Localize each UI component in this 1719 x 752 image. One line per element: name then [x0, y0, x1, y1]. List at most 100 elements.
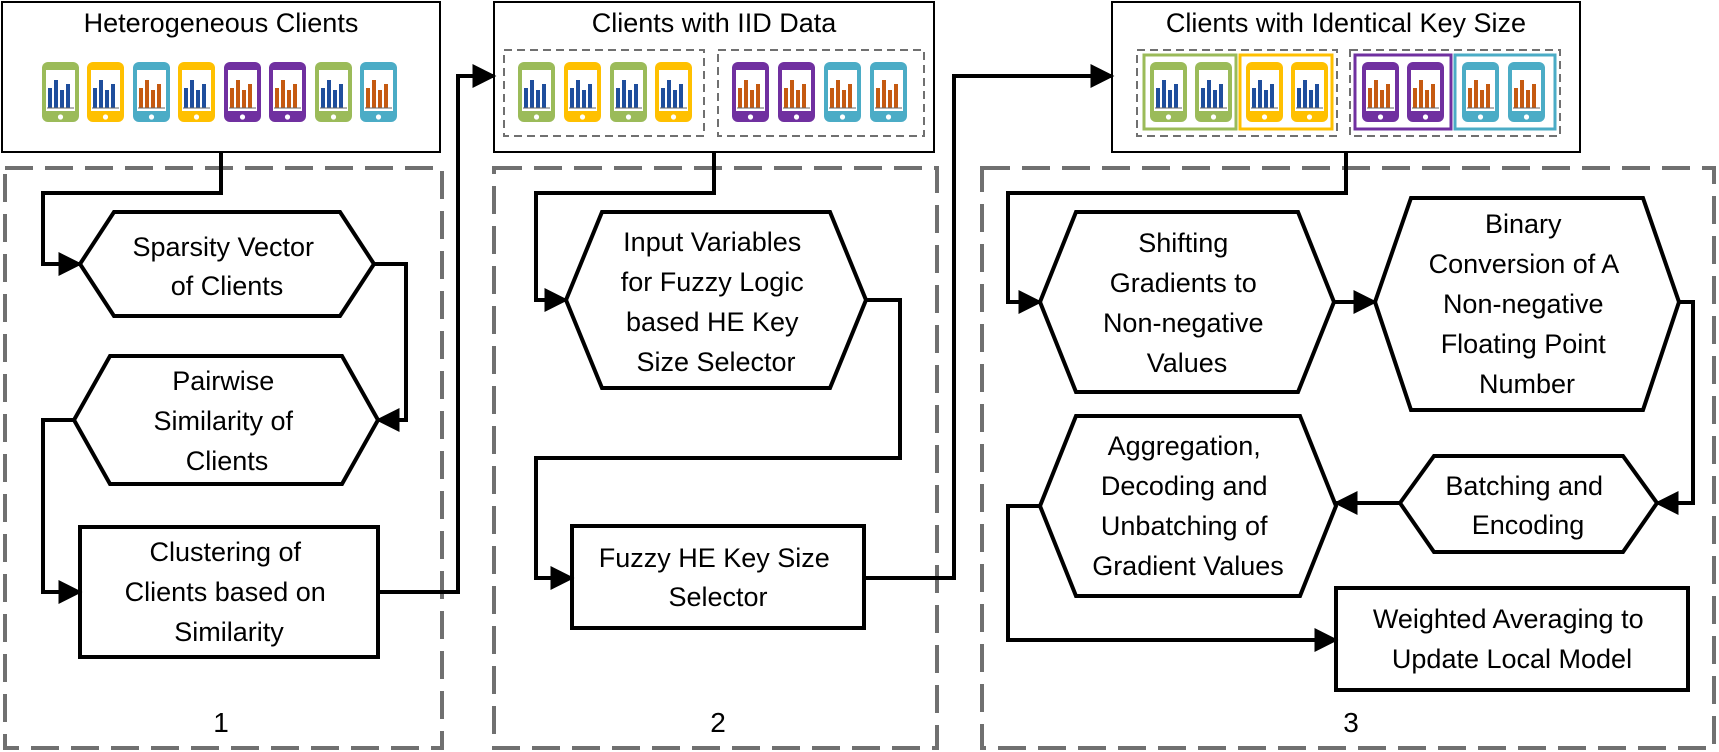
svg-text:Sparsity Vector of Clien: Sparsity Vector of Clients — [132, 232, 321, 301]
svg-text:Binary Conversion of A: Binary Conversion of A Non-negative Floa… — [1429, 209, 1626, 399]
binary-line-5: Number — [1479, 369, 1575, 399]
header-2-title: Clients with IID Data — [592, 8, 838, 38]
clustering-line-3: Similarity — [174, 617, 284, 647]
section-number-3: 3 — [1343, 707, 1359, 738]
clustering-line-1: Clustering of — [149, 537, 301, 567]
arrow-aggregation-to-weighted — [1006, 504, 1339, 652]
binary-line-3: Non-negative — [1443, 289, 1604, 319]
phone-icon — [870, 62, 907, 122]
aggregation-line-2: Decoding and — [1101, 471, 1268, 501]
iid-group-2-border — [717, 49, 925, 137]
section-1-border — [3, 166, 444, 750]
step-input-variables: Input Variables for Fuzzy Logic based HE… — [563, 210, 869, 390]
header-2-box: Clients with IID Data — [493, 1, 935, 153]
arrow-input-to-fuzzy — [534, 298, 902, 590]
phone-icon — [1195, 62, 1232, 122]
svg-text:Pairwise Similarity of: Pairwise Similarity of Clients — [153, 366, 300, 476]
section-number-2: 2 — [710, 707, 726, 738]
arrow-header1-to-sparsity — [41, 152, 223, 276]
shifting-line-3: Non-negative — [1103, 308, 1264, 338]
key-group-2-border — [1349, 49, 1561, 137]
pairwise-line-2: Similarity of — [153, 406, 293, 436]
batching-line-2: Encoding — [1472, 510, 1585, 540]
svg-text:Fuzzy HE Key Size Select: Fuzzy HE Key Size Selector — [599, 543, 838, 612]
step-weighted-averaging: Weighted Averaging to Update Local Model — [1334, 586, 1690, 692]
svg-text:Weighted Averaging to Up: Weighted Averaging to Update Local Model — [1373, 604, 1651, 674]
phone-icon — [1407, 62, 1444, 122]
step-pairwise-similarity: Pairwise Similarity of Clients — [71, 354, 381, 486]
step-sparsity-vector: Sparsity Vector of Clients — [77, 210, 377, 318]
pairwise-line-3: Clients — [186, 446, 269, 476]
phone-icon — [1150, 62, 1187, 122]
shifting-line-4: Values — [1147, 348, 1228, 378]
phone-icon — [610, 62, 647, 122]
phone-row-1 — [42, 62, 397, 122]
key-subgroup-green — [1142, 53, 1238, 131]
svg-text:Aggregation, Decoding an: Aggregation, Decoding and Unbatching of … — [1092, 431, 1284, 581]
connectors — [41, 64, 1695, 652]
svg-text:Shifting Gradients to: Shifting Gradients to Non-negative Value… — [1103, 228, 1271, 378]
phone-icon — [824, 62, 861, 122]
binary-line-2: Conversion of A — [1429, 249, 1620, 279]
phone-icon — [360, 62, 397, 122]
aggregation-line-4: Gradient Values — [1092, 551, 1284, 581]
shifting-line-1: Shifting — [1138, 228, 1228, 258]
phone-icon — [224, 62, 261, 122]
svg-text:Input Variables for Fuzz: Input Variables for Fuzzy Logic based HE… — [621, 227, 812, 377]
phone-icon — [1291, 62, 1328, 122]
input-line-4: Size Selector — [636, 347, 795, 377]
phone-icon — [564, 62, 601, 122]
phone-icon — [1246, 62, 1283, 122]
arrow-fuzzy-to-header3 — [864, 64, 1115, 580]
phone-icon — [269, 62, 306, 122]
phone-icon — [315, 62, 352, 122]
binary-line-4: Floating Point — [1441, 329, 1607, 359]
step-batching-encoding: Batching and Encoding — [1397, 454, 1660, 554]
step-binary-conversion: Binary Conversion of A Non-negative Floa… — [1372, 196, 1682, 412]
arrow-header3-to-shifting — [1006, 152, 1348, 314]
phone-icon — [87, 62, 124, 122]
arrow-sparsity-to-pairwise — [374, 262, 408, 432]
phone-icon — [1462, 62, 1499, 122]
phone-row-3 — [1150, 62, 1545, 122]
fuzzy-line-1: Fuzzy HE Key Size — [599, 543, 830, 573]
aggregation-line-3: Unbatching of — [1101, 511, 1268, 541]
arrow-header2-to-input — [534, 152, 716, 312]
input-line-3: based HE Key — [626, 307, 799, 337]
arrow-binary-to-batching — [1654, 300, 1695, 515]
batching-line-1: Batching and — [1445, 471, 1603, 501]
clustering-line-2: Clients based on — [125, 577, 326, 607]
weighted-line-1: Weighted Averaging to — [1373, 604, 1644, 634]
arrow-clustering-to-header2 — [378, 64, 497, 594]
step-fuzzy-selector: Fuzzy HE Key Size Selector — [570, 524, 866, 630]
phone-icon — [655, 62, 692, 122]
phone-row-2 — [518, 62, 907, 122]
phone-icon — [1508, 62, 1545, 122]
svg-text:Clustering of Clients ba: Clustering of Clients based on Similarit… — [125, 537, 334, 647]
arrow-pairwise-to-clustering — [41, 418, 83, 604]
shifting-line-2: Gradients to — [1110, 268, 1257, 298]
key-subgroup-blue — [1453, 53, 1557, 131]
phone-icon — [778, 62, 815, 122]
phone-icon — [42, 62, 79, 122]
key-subgroup-purple — [1353, 53, 1453, 131]
sparsity-line-2: of Clients — [171, 271, 284, 301]
phone-icon — [178, 62, 215, 122]
aggregation-line-1: Aggregation, — [1108, 431, 1261, 461]
phone-icon — [518, 62, 555, 122]
section-number-1: 1 — [213, 707, 229, 738]
phone-icon — [1362, 62, 1399, 122]
header-1-box: Heterogeneous Clients — [1, 1, 441, 153]
phone-icon — [133, 62, 170, 122]
weighted-line-2: Update Local Model — [1392, 644, 1632, 674]
phone-icon — [732, 62, 769, 122]
sparsity-line-1: Sparsity Vector — [132, 232, 314, 262]
input-line-2: for Fuzzy Logic — [621, 267, 804, 297]
header-1-title: Heterogeneous Clients — [84, 8, 359, 38]
step-shifting-gradients: Shifting Gradients to Non-negative Value… — [1037, 210, 1337, 394]
svg-text:Batching and Encoding: Batching and Encoding — [1445, 471, 1610, 540]
step-aggregation: Aggregation, Decoding and Unbatching of … — [1037, 414, 1339, 598]
step-clustering: Clustering of Clients based on Similarit… — [78, 525, 380, 659]
key-subgroup-yellow — [1238, 53, 1334, 131]
pairwise-line-1: Pairwise — [172, 366, 274, 396]
